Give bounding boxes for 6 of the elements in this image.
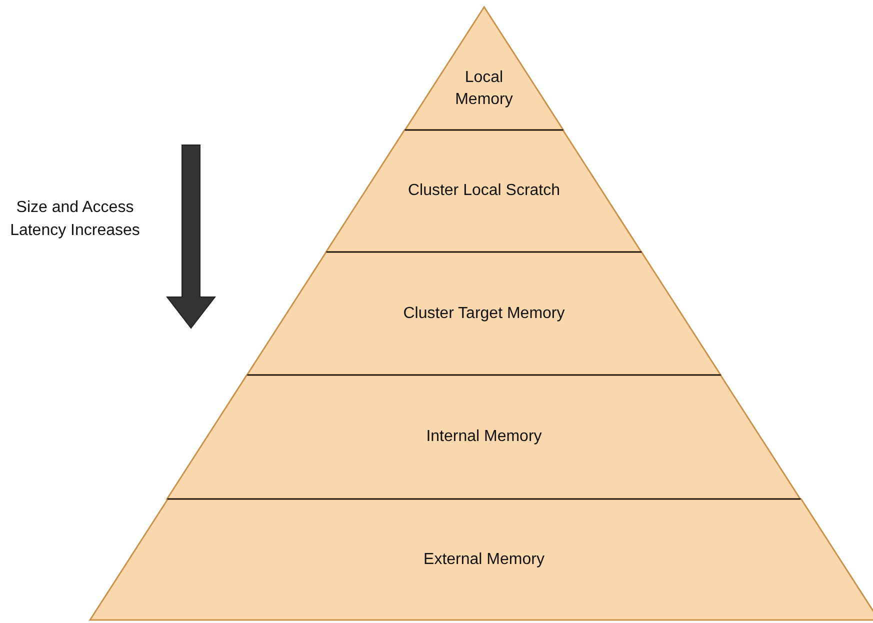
tier-label: Internal Memory: [425, 427, 543, 447]
tier-label: External Memory: [422, 550, 546, 570]
arrow-label: Size and Access Latency Increases: [9, 198, 141, 241]
tier-label: Cluster Local Scratch: [406, 181, 562, 201]
tier-label: Local Memory: [454, 68, 514, 110]
tier-label: Cluster Target Memory: [402, 304, 566, 324]
